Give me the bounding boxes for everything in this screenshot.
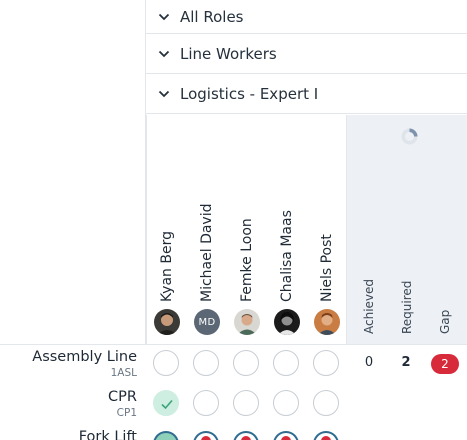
skill-cell[interactable] <box>233 350 259 376</box>
skill-cell[interactable] <box>193 431 219 440</box>
skill-cell[interactable] <box>193 390 219 416</box>
employee-name: Niels Post <box>319 234 335 302</box>
group-label: All Roles <box>180 7 244 26</box>
avatar <box>154 309 180 335</box>
chevron-down-icon <box>158 88 170 100</box>
skill-code: CP1 <box>116 407 137 419</box>
gap-header: Gap <box>438 309 452 334</box>
left-blank-panel <box>0 0 146 344</box>
employee-column-kyan-berg[interactable]: Kyan Berg <box>147 115 187 344</box>
skill-cell[interactable] <box>153 350 179 376</box>
summary-column-gap: Gap <box>425 115 465 344</box>
skill-cell-achieved[interactable] <box>153 390 179 416</box>
employee-column-michael-david[interactable]: Michael David MD <box>187 115 227 344</box>
employee-name: Chalisa Maas <box>279 210 295 302</box>
skill-cell[interactable] <box>273 431 299 440</box>
skill-cell[interactable] <box>233 431 259 440</box>
role-groups: All Roles Line Workers Logistics - Exper… <box>146 0 467 114</box>
gap-badge: 2 <box>431 354 459 374</box>
summary-header: Achieved Required Gap <box>346 115 467 344</box>
employee-column-niels-post[interactable]: Niels Post <box>307 115 347 344</box>
skill-cell[interactable] <box>313 350 339 376</box>
avatar: MD <box>194 309 220 335</box>
required-header: Required <box>400 280 414 334</box>
avatar <box>314 309 340 335</box>
skill-cell[interactable] <box>153 431 179 440</box>
summary-column-achieved: Achieved <box>349 115 389 344</box>
achieved-count: 0 <box>364 355 374 370</box>
employee-name: Kyan Berg <box>159 231 175 302</box>
skill-cell[interactable] <box>233 390 259 416</box>
skill-code: 1ASL <box>110 367 137 379</box>
divider <box>0 344 467 345</box>
skill-row-cpr: CPR CP1 <box>0 384 467 424</box>
skill-cell[interactable] <box>193 350 219 376</box>
employee-header: Kyan Berg Michael David MD Femke Loon Ch… <box>146 115 346 344</box>
group-label: Line Workers <box>180 44 277 63</box>
group-line-workers[interactable]: Line Workers <box>146 34 467 74</box>
skill-cell[interactable] <box>313 431 339 440</box>
loading-spinner-icon <box>401 128 418 145</box>
summary-column-required: Required <box>387 115 427 344</box>
employee-column-femke-loon[interactable]: Femke Loon <box>227 115 267 344</box>
avatar <box>274 309 300 335</box>
skill-name: CPR <box>108 389 137 405</box>
skill-row-assembly-line: Assembly Line 1ASL 0 2 2 <box>0 344 467 384</box>
skill-cell[interactable] <box>273 390 299 416</box>
group-logistics-expert[interactable]: Logistics - Expert I <box>146 74 467 114</box>
group-label: Logistics - Expert I <box>180 84 319 103</box>
employee-name: Michael David <box>199 203 215 303</box>
employee-column-chalisa-maas[interactable]: Chalisa Maas <box>267 115 307 344</box>
chevron-down-icon <box>158 48 170 60</box>
avatar <box>234 309 260 335</box>
skill-name: Assembly Line <box>32 349 137 365</box>
skill-name: Fork Lift <box>78 429 137 440</box>
employee-name: Femke Loon <box>239 218 255 302</box>
required-count: 2 <box>401 355 411 370</box>
group-all-roles[interactable]: All Roles <box>146 0 467 34</box>
achieved-header: Achieved <box>362 278 376 334</box>
chevron-down-icon <box>158 11 170 23</box>
check-icon <box>161 399 173 410</box>
skill-cell[interactable] <box>273 350 299 376</box>
skill-row-fork-lift: Fork Lift <box>0 424 467 440</box>
skill-cell[interactable] <box>313 390 339 416</box>
